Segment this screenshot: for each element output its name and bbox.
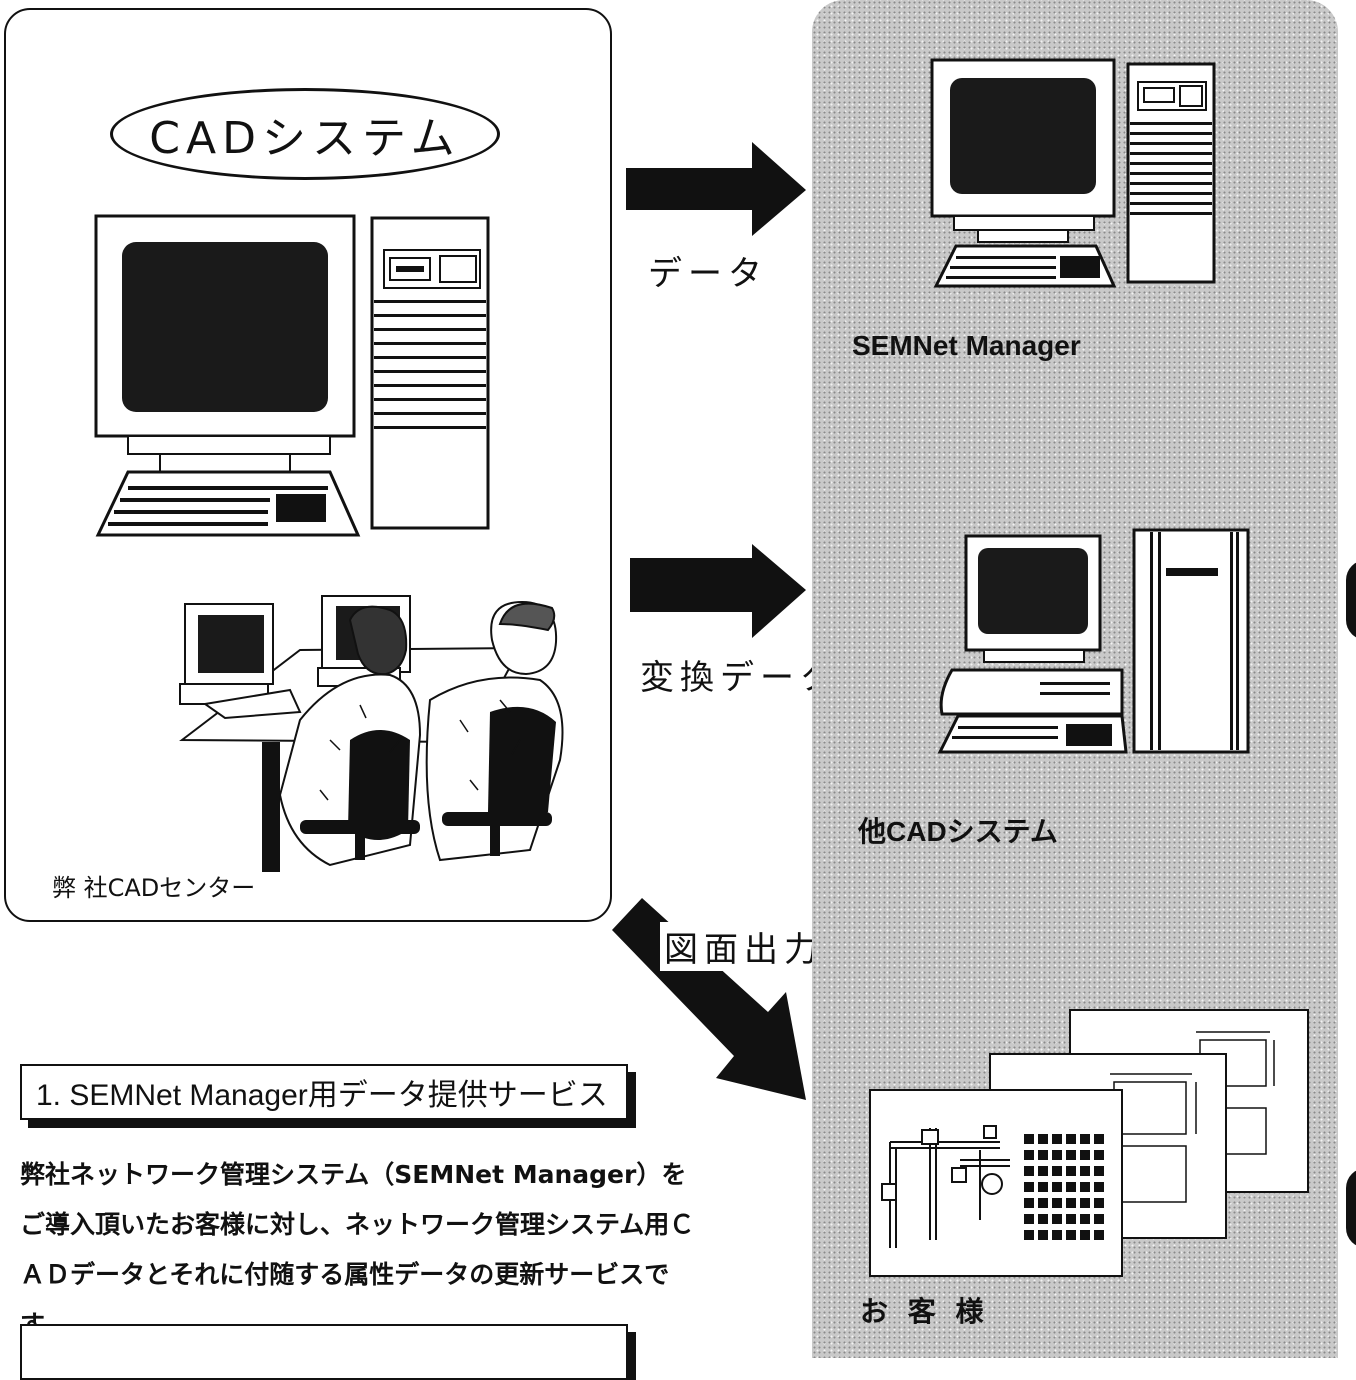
drawing-output-arrow-label: 図面出力 [660, 922, 828, 971]
converted-data-arrow-label: 変換データ [640, 658, 840, 698]
other-cad-illustration [937, 528, 1250, 754]
cad-system-title: CADシステム [149, 113, 461, 164]
semnet-manager-illustration [930, 58, 1216, 288]
data-arrow-label: データ [648, 254, 768, 294]
data-arrow [626, 142, 806, 236]
cad-operators-illustration [179, 595, 564, 872]
service-heading-2 [20, 1324, 628, 1380]
cad-workstation-illustration [94, 214, 490, 537]
semnet-manager-label: SEMNet Manager [852, 330, 1081, 361]
customer-drawings-illustration [869, 1009, 1309, 1277]
service-heading-1-text: 1. SEMNet Manager用データ提供サービス [36, 1079, 608, 1112]
arrows-group [626, 142, 806, 638]
binding-hole-mark [1346, 560, 1356, 640]
customer-label: お 客 様 [860, 1296, 990, 1327]
service-heading-1: 1. SEMNet Manager用データ提供サービス [20, 1064, 628, 1120]
cad-center-label: 弊 社CADセンター [52, 874, 256, 902]
cad-system-title-oval: CADシステム [110, 88, 500, 180]
converted-data-arrow [630, 544, 806, 638]
binding-hole-mark [1346, 1168, 1356, 1248]
other-cad-label: 他CADシステム [858, 816, 1058, 847]
service-description-1: 弊社ネットワーク管理システム（SEMNet Manager）をご導入頂いたお客様… [20, 1160, 695, 1339]
